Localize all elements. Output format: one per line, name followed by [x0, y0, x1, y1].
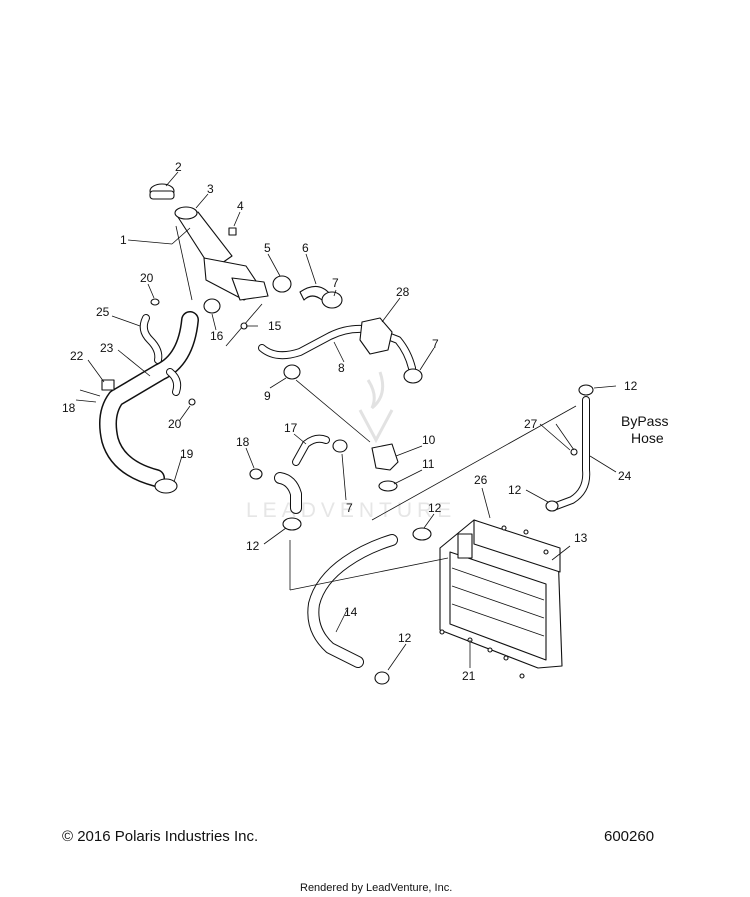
bypass-hose-note: ByPass Hose: [621, 413, 668, 446]
callout-8: 8: [338, 361, 345, 375]
callout-12c: 12: [508, 483, 522, 497]
callout-14: 14: [344, 605, 358, 619]
callout-28: 28: [396, 285, 410, 299]
leader-lines: [87, 171, 617, 671]
callout-10: 10: [422, 433, 436, 447]
hose-23: [75, 311, 199, 494]
callout-labels: 1 2 3 4 5 6 7 28 20 25 15 16 22 23 8 7 1…: [62, 160, 638, 683]
callout-16: 16: [210, 329, 224, 343]
fitting-17: [249, 434, 348, 531]
radiator-13: [412, 519, 563, 679]
callout-18a: 18: [62, 401, 76, 415]
callout-1: 1: [120, 233, 127, 247]
hose-8: [258, 317, 423, 443]
callout-11: 11: [422, 457, 435, 471]
filler-neck-assembly: [149, 183, 343, 406]
callout-15: 15: [268, 319, 282, 333]
callout-17: 17: [284, 421, 298, 435]
bypass-hose-24: [371, 384, 594, 521]
callout-7a: 7: [332, 276, 339, 290]
hose-14: [289, 534, 449, 685]
callout-21: 21: [462, 669, 476, 683]
callout-25: 25: [96, 305, 110, 319]
bypass-note-line2: Hose: [631, 430, 664, 446]
hose-25: [139, 314, 163, 364]
callout-20a: 20: [140, 271, 154, 285]
callout-19: 19: [180, 447, 194, 461]
leadventure-watermark: LEADVENTURE: [246, 371, 451, 522]
callout-3: 3: [207, 182, 214, 196]
rendered-by-text: Rendered by LeadVenture, Inc.: [300, 882, 452, 894]
callout-12e: 12: [398, 631, 412, 645]
callout-7b: 7: [432, 337, 439, 351]
diagram-number: 600260: [604, 828, 654, 845]
callout-22: 22: [70, 349, 84, 363]
callout-2: 2: [175, 160, 182, 174]
callout-12b: 12: [246, 539, 260, 553]
fitting-10: [371, 443, 399, 492]
callout-27: 27: [524, 417, 538, 431]
callout-13: 13: [574, 531, 588, 545]
callout-6: 6: [302, 241, 309, 255]
callout-24: 24: [618, 469, 632, 483]
copyright-text: © 2016 Polaris Industries Inc.: [62, 828, 258, 845]
callout-12d: 12: [428, 501, 442, 515]
callout-23: 23: [100, 341, 114, 355]
callout-5: 5: [264, 241, 271, 255]
callout-26: 26: [474, 473, 488, 487]
callout-18b: 18: [236, 435, 250, 449]
bypass-note-line1: ByPass: [621, 413, 668, 429]
callout-20b: 20: [168, 417, 182, 431]
callout-4: 4: [237, 199, 244, 213]
callout-9: 9: [264, 389, 271, 403]
callout-7c: 7: [346, 501, 353, 515]
callout-12a: 12: [624, 379, 638, 393]
